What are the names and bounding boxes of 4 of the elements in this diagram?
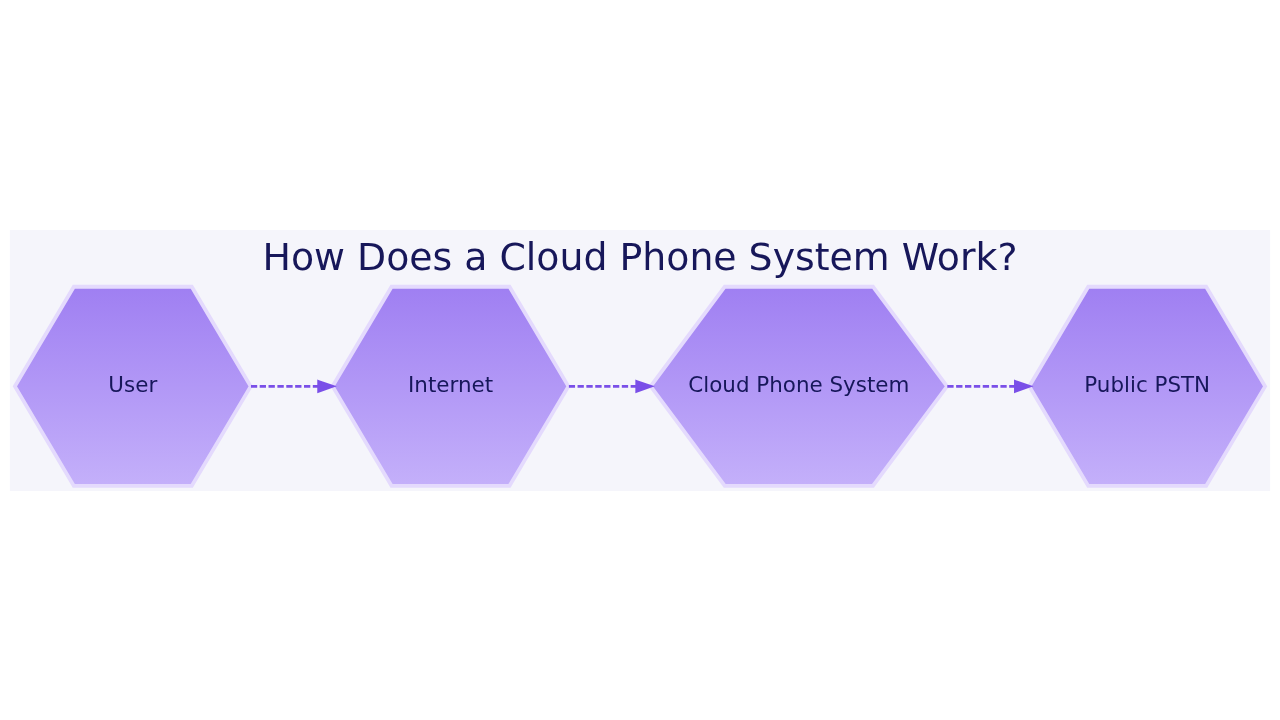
arrow xyxy=(251,379,337,393)
diagram-title: How Does a Cloud Phone System Work? xyxy=(262,234,1018,279)
arrow xyxy=(947,379,1034,393)
arrow xyxy=(568,379,655,393)
